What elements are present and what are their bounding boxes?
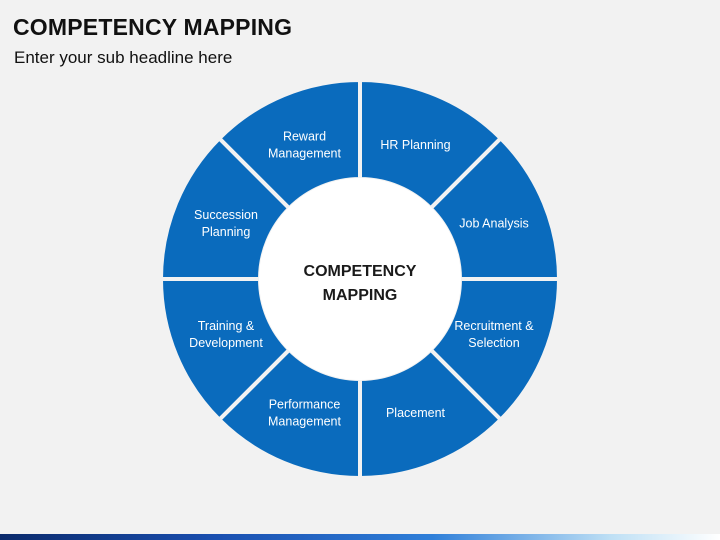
center-label-line-2: MAPPING [323, 287, 398, 304]
segment-label-job-analysis: Job Analysis [459, 217, 528, 231]
slide-subtitle: Enter your sub headline here [14, 48, 233, 67]
segment-label-training-development-line-2: Development [189, 336, 263, 350]
segment-label-recruitment-selection-line-2: Selection [468, 336, 519, 350]
segment-label-reward-management-line-1: Reward [283, 130, 326, 144]
center-label-line-1: COMPETENCY [304, 263, 417, 280]
segment-label-succession-planning-line-1: Succession [194, 208, 258, 222]
center-circle [259, 178, 461, 380]
segment-label-performance-management-line-2: Management [268, 415, 341, 429]
segment-label-recruitment-selection-line-1: Recruitment & [454, 319, 534, 333]
segment-label-hr-planning: HR Planning [380, 138, 450, 152]
segment-label-placement: Placement [386, 406, 446, 420]
segment-label-reward-management-line-2: Management [268, 147, 341, 161]
slide-title: COMPETENCY MAPPING [13, 14, 293, 40]
segment-label-performance-management-line-1: Performance [269, 398, 341, 412]
footer-bar [0, 534, 720, 540]
segment-label-succession-planning-line-2: Planning [202, 225, 251, 239]
segment-label-training-development-line-1: Training & [198, 319, 255, 333]
